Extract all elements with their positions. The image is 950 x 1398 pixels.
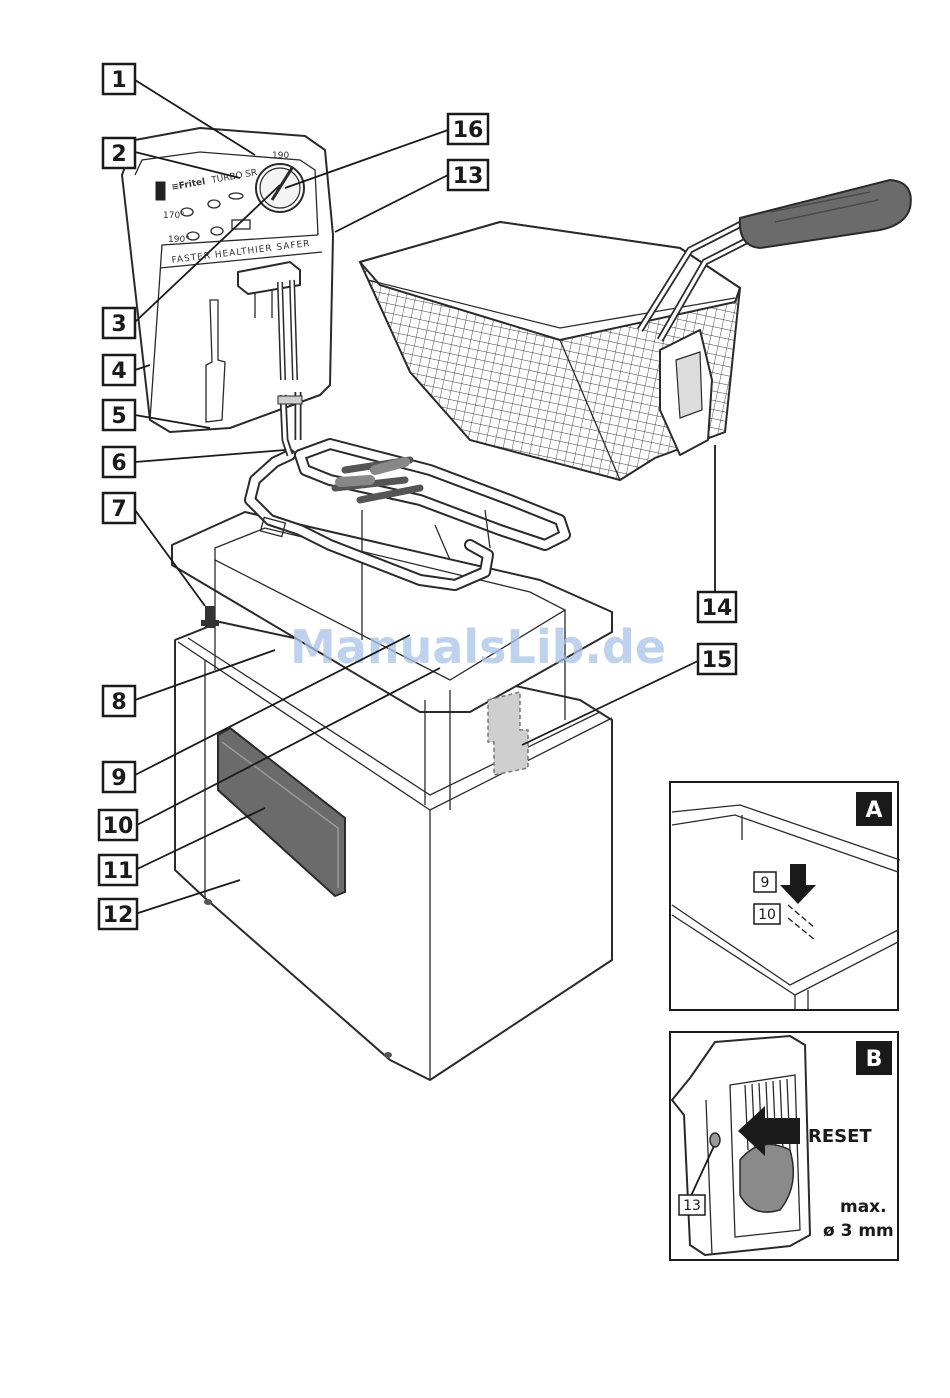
lid-release-knob [201, 606, 219, 628]
callout-14-label: 14 [702, 596, 733, 621]
callout-2-label: 2 [111, 142, 126, 167]
callout-12: 12 [99, 899, 137, 929]
callout-2: 2 [103, 138, 135, 168]
callout-13-label: 13 [453, 164, 484, 189]
callout-13: 13 [448, 160, 488, 190]
callout-15-label: 15 [702, 648, 733, 673]
callout-8-label: 8 [111, 690, 126, 715]
frying-basket [360, 180, 911, 480]
callout-3-label: 3 [111, 312, 126, 337]
inset-b-marker-13: 13 [683, 1198, 701, 1214]
callout-6-label: 6 [111, 451, 126, 476]
callout-11: 11 [99, 855, 137, 885]
callout-4-label: 4 [111, 359, 126, 384]
pin-size-note-line2: ø 3 mm [823, 1221, 894, 1241]
inset-b: B RESET 13 max. ø 3 mm [670, 1032, 898, 1260]
callout-3: 3 [103, 308, 135, 338]
inset-a-marker-10: 10 [758, 907, 776, 923]
inset-a-marker-9: 9 [761, 875, 770, 891]
callout-11-label: 11 [103, 859, 134, 884]
callout-9-label: 9 [111, 766, 126, 791]
callout-10-label: 10 [103, 814, 134, 839]
callout-7: 7 [103, 493, 135, 523]
panel-temp-170: 170° [163, 211, 185, 221]
callout-4: 4 [103, 355, 135, 385]
callout-14: 14 [698, 592, 736, 622]
callout-12-label: 12 [103, 903, 134, 928]
inset-a-label: A [865, 798, 882, 823]
callout-7-label: 7 [111, 497, 126, 522]
callout-10: 10 [99, 810, 137, 840]
panel-temp-190: 190° [168, 235, 190, 245]
callout-1-label: 1 [111, 68, 126, 93]
callout-6: 6 [103, 447, 135, 477]
reset-label: RESET [808, 1126, 872, 1147]
callout-1: 1 [103, 64, 135, 94]
inset-b-label: B [866, 1047, 883, 1072]
watermark: ManualsLib.de [290, 620, 666, 674]
callout-9: 9 [103, 762, 135, 792]
pin-size-note-line1: max. [840, 1197, 887, 1217]
callout-15: 15 [698, 644, 736, 674]
callout-8: 8 [103, 686, 135, 716]
dial-max-label: 190 [272, 151, 289, 161]
callout-5-label: 5 [111, 404, 126, 429]
callout-16-label: 16 [453, 118, 484, 143]
callout-5: 5 [103, 400, 135, 430]
inset-a: A 9 10 [670, 782, 900, 1010]
callout-16: 16 [448, 114, 488, 144]
